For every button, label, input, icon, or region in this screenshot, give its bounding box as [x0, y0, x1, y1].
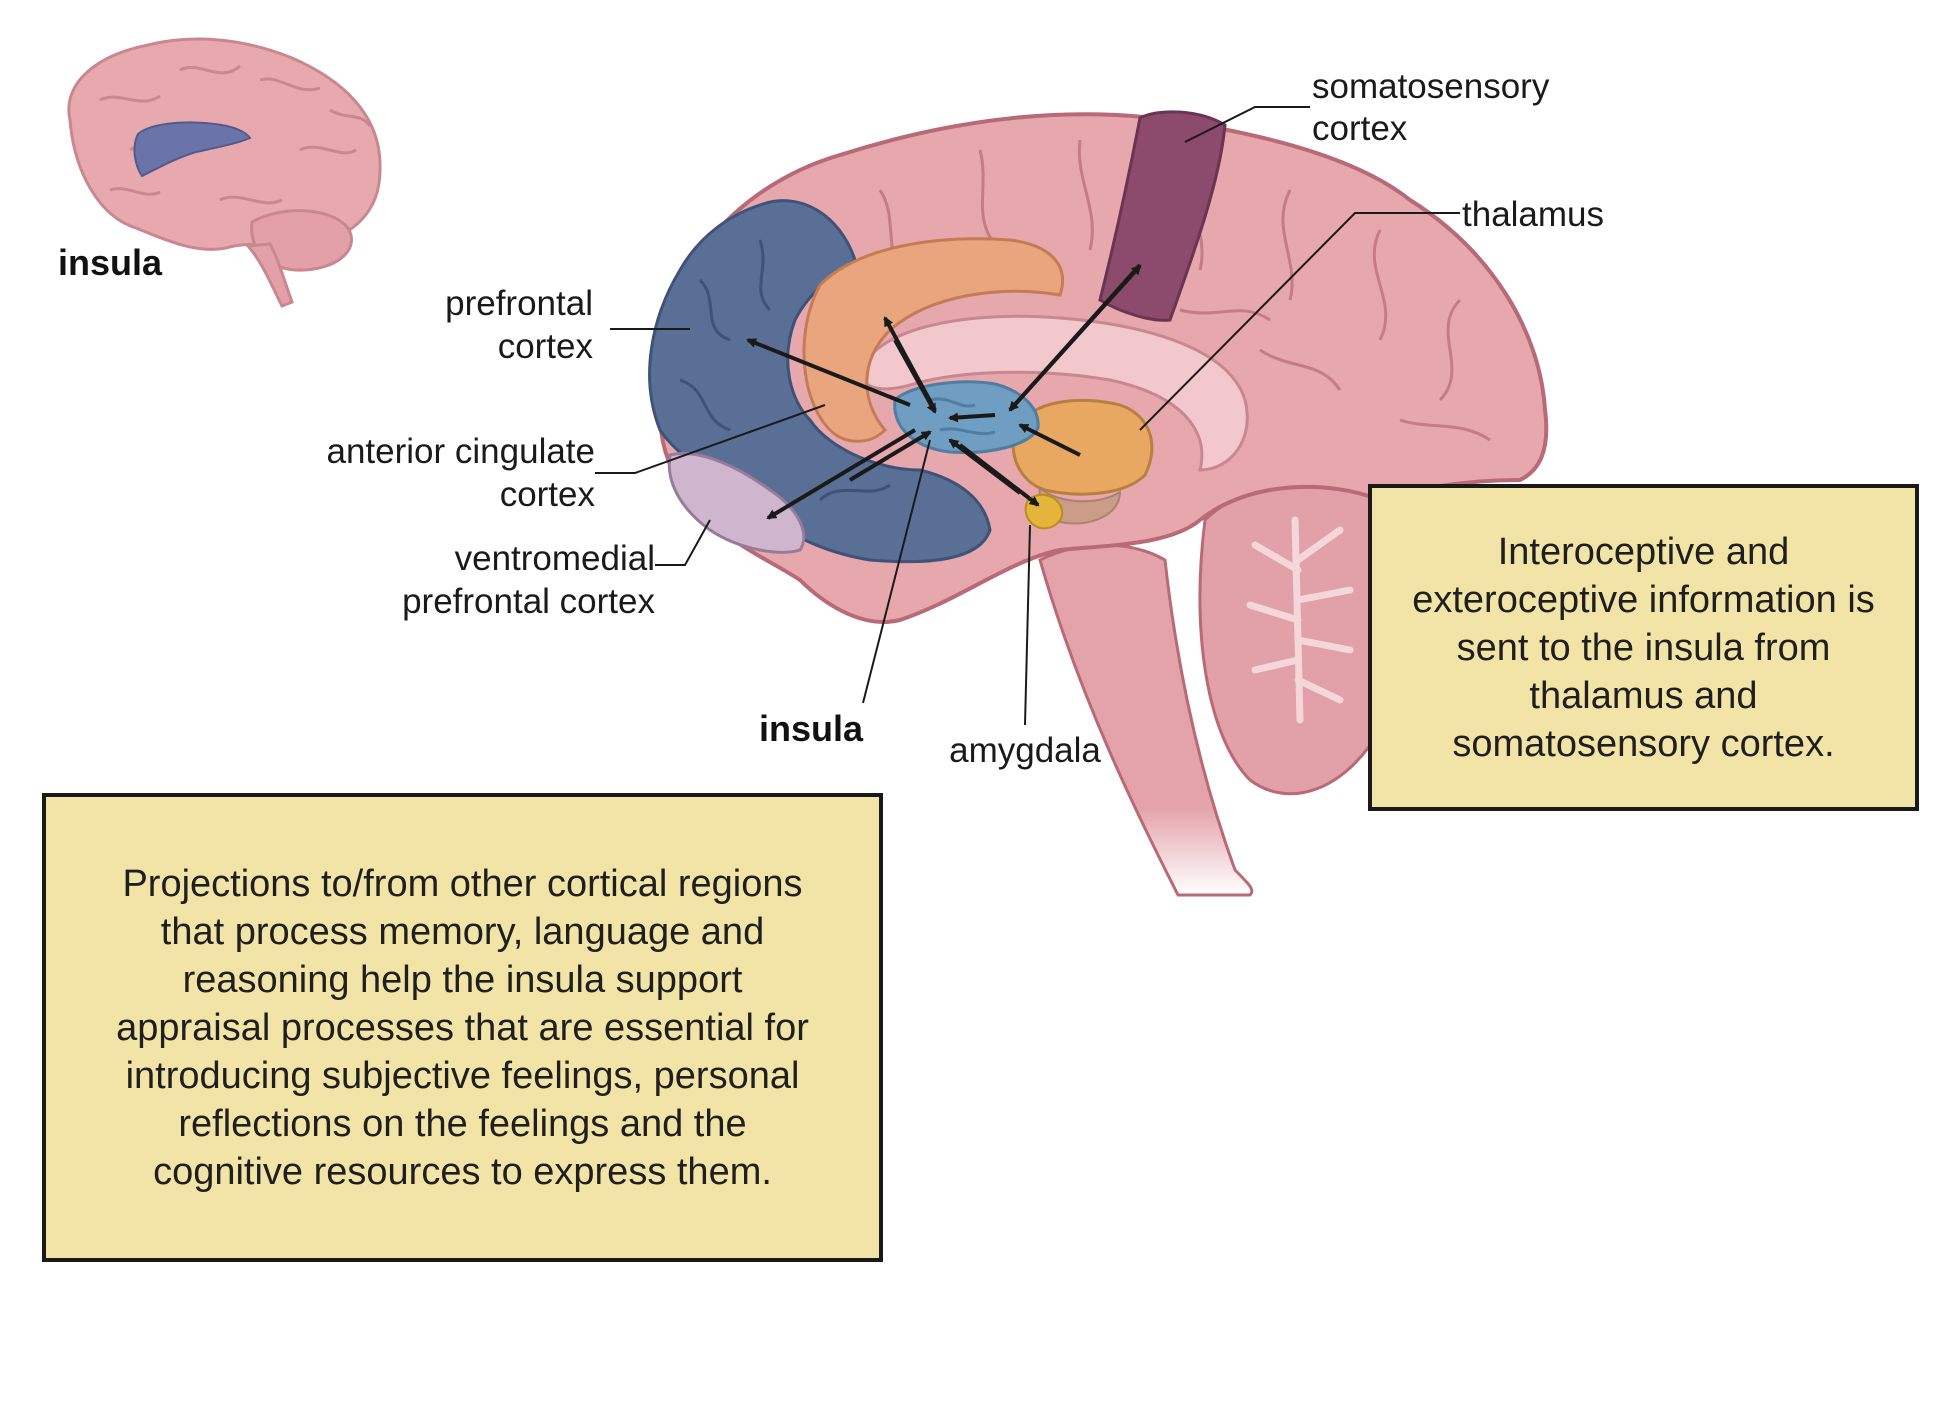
anterior-cingulate-region	[802, 237, 1065, 443]
small-lateral-brain: insula	[58, 37, 382, 308]
arrow-thalamus-to-insula	[1018, 423, 1081, 457]
leader-cingulate	[595, 404, 826, 474]
projections-info-box: Projections to/from other cortical regio…	[42, 793, 883, 1262]
small-brain-insula-region	[133, 121, 252, 178]
leader-somatosensory	[1184, 106, 1310, 143]
leader-lines	[595, 106, 1460, 726]
arrow-amygdala-to-insula	[948, 438, 1022, 495]
prefrontal-gyri	[679, 239, 891, 502]
label-vmpfc-line2: prefrontal cortex	[402, 582, 655, 621]
label-prefrontal-line1: prefrontal	[445, 284, 593, 323]
corpus-callosum	[858, 314, 1249, 472]
label-insula-main: insula	[759, 708, 864, 749]
arrow-insula-internal	[948, 412, 996, 423]
cerebellum-arbor	[1246, 516, 1354, 724]
interoceptive-info-box: Interoceptive and exteroceptive informat…	[1368, 484, 1919, 811]
insula-inner-fold	[929, 397, 996, 436]
leader-vmpfc	[655, 519, 711, 566]
small-insula-label: insula	[58, 242, 163, 283]
arrow-vmpfc-to-insula	[848, 430, 932, 482]
connection-arrows	[746, 263, 1142, 520]
projections-info-text: Projections to/from other cortical regio…	[116, 862, 809, 1193]
arrow-insula-to-somato	[1008, 264, 1142, 412]
leader-amygdala	[1024, 524, 1031, 726]
arrow-insula-to-vmpfc	[766, 428, 917, 520]
leader-insula	[862, 439, 931, 704]
arrow-cingulate-to-insula	[893, 339, 937, 414]
label-acc-line2: cortex	[500, 475, 596, 514]
interoceptive-info-text: Interoceptive and exteroceptive informat…	[1412, 530, 1875, 765]
label-somatosensory-line1: somatosensory	[1312, 67, 1550, 106]
label-acc-line1: anterior cingulate	[327, 432, 596, 471]
brainstem	[1038, 543, 1254, 897]
leader-thalamus	[1139, 212, 1460, 431]
arrow-insula-to-prefrontal	[746, 338, 911, 407]
label-somatosensory-line2: cortex	[1312, 109, 1408, 148]
vmpfc-region	[667, 452, 806, 554]
small-brain-stem	[244, 242, 294, 308]
label-vmpfc-line1: ventromedial	[455, 539, 655, 578]
thalamus-region	[1011, 398, 1154, 496]
label-thalamus: thalamus	[1462, 195, 1604, 234]
label-amygdala: amygdala	[949, 731, 1101, 770]
label-prefrontal-line2: cortex	[498, 327, 594, 366]
